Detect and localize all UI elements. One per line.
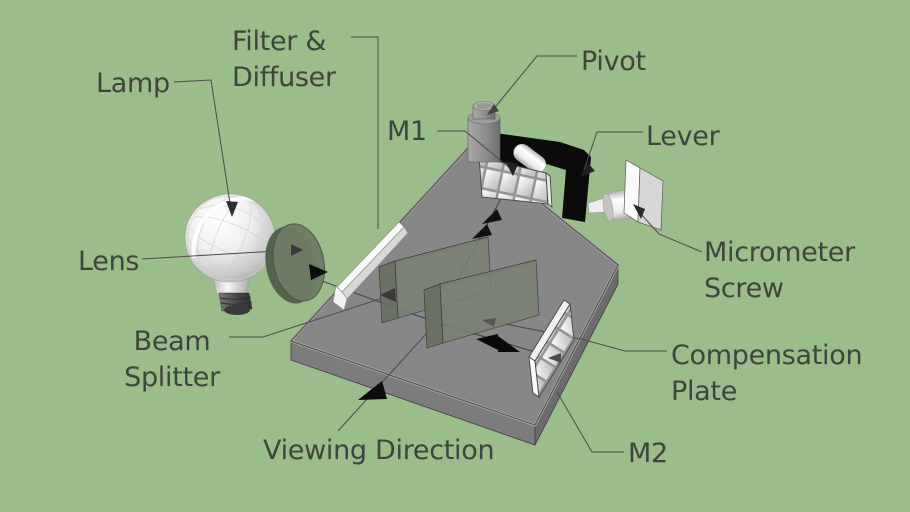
lever-leader-arrow (580, 163, 595, 177)
m1-label: M1 (387, 116, 427, 147)
beam-direction-bowtie-arrow (476, 334, 520, 352)
beam-splitter-leader-arrow (380, 288, 396, 302)
micrometer-bracket (623, 159, 641, 223)
m1-beam-arrows (472, 209, 502, 239)
lamp-bulb (184, 193, 276, 315)
compensation-plate-label-line2: Plate (671, 376, 737, 407)
compensation-plate-label-line1: Compensation (671, 340, 862, 371)
m2-label: M2 (628, 438, 668, 469)
leader-lines (229, 294, 667, 453)
labels: Lamp Filter & Diffuser M1 Pivot Lever Le… (78, 26, 863, 469)
micrometer-screw-label-line1: Micrometer (704, 237, 856, 268)
viewing-direction-line (337, 322, 437, 432)
m1-mirror (478, 156, 553, 208)
filter-diffuser-plate (332, 221, 409, 311)
lamp-base-tip (224, 305, 250, 315)
m2-mirror (528, 299, 575, 399)
lever-leader-line (583, 131, 643, 171)
viewing-direction-arrow (358, 381, 387, 400)
lamp-leader-arrow (226, 201, 238, 217)
m2-leader-line (556, 391, 624, 453)
compensation-plate-leader-line (494, 321, 667, 352)
micrometer-leader-arrow (633, 204, 645, 219)
lamp-label: Lamp (96, 68, 170, 99)
label-leaders (173, 36, 703, 253)
lens-leader-arrow (291, 244, 303, 256)
compensation-plate-block (423, 259, 540, 349)
m2-beam-arrow (548, 353, 561, 363)
filter-diffuser-label-line1: Filter & (232, 26, 326, 57)
lens-label: Lens (78, 246, 139, 277)
beam-splitter-leader-line (229, 294, 393, 338)
pivot-cylinder (467, 101, 501, 163)
pivot-leader-arrow (487, 104, 499, 115)
lever-roller (513, 143, 547, 173)
lens-disc (265, 223, 325, 304)
m1-leader-arrow (505, 161, 518, 176)
m1-leader-line (437, 130, 512, 170)
pivot-leader-line (491, 55, 577, 112)
viewing-direction-label: Viewing Direction (263, 435, 494, 466)
compensation-leader-arrow (482, 318, 496, 327)
lamp-leader-line (173, 79, 232, 211)
lever-label: Lever (646, 121, 721, 152)
filter-leader-line (351, 36, 379, 229)
pivot-label: Pivot (581, 46, 646, 77)
beam-splitter-label-line2: Splitter (124, 362, 221, 393)
filter-diffuser-label-line2: Diffuser (232, 62, 337, 93)
lamp-beam-arrow (309, 264, 328, 280)
micrometer-screw-label-line2: Screw (704, 273, 784, 304)
micrometer-leader-line (639, 212, 703, 253)
beam-splitter-label-line1: Beam (134, 326, 211, 357)
